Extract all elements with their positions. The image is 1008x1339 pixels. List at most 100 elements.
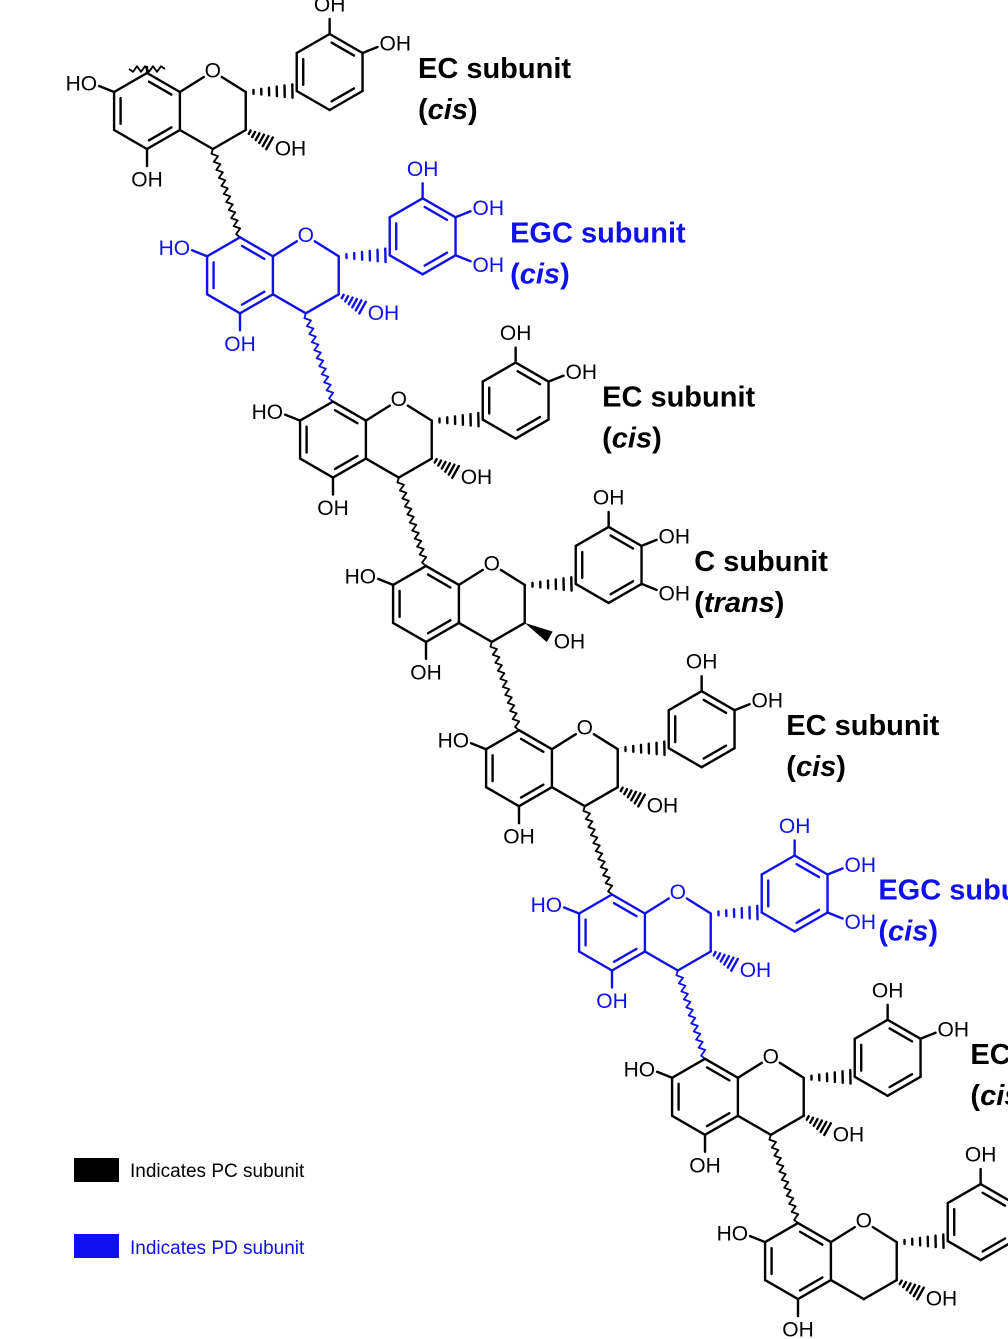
bond bbox=[769, 1114, 805, 1137]
bond bbox=[238, 293, 275, 315]
hashed-bond-stroke bbox=[905, 1282, 912, 1292]
hashed-bond-stroke bbox=[354, 299, 363, 312]
hashed-bond-stroke bbox=[347, 296, 354, 306]
double-bond bbox=[330, 41, 356, 57]
hashed-bond-stroke bbox=[451, 464, 461, 479]
bond bbox=[550, 786, 587, 808]
bond bbox=[667, 690, 703, 712]
hydroxyl-label: OH bbox=[410, 661, 442, 684]
hashed-bond-stroke bbox=[340, 293, 345, 300]
double-bond bbox=[147, 80, 173, 96]
double-bond bbox=[888, 1027, 914, 1043]
bond bbox=[220, 75, 247, 94]
hydroxyl-label: HO bbox=[717, 1223, 749, 1246]
hashed-bond-stroke bbox=[433, 457, 438, 464]
bond bbox=[457, 568, 485, 587]
hydroxyl-label: HO bbox=[66, 73, 98, 96]
bond bbox=[499, 568, 526, 587]
bond bbox=[331, 457, 368, 479]
bond bbox=[736, 1061, 764, 1080]
subunit-label: EC subunit(cis) bbox=[786, 710, 939, 783]
bond bbox=[424, 621, 461, 644]
bond bbox=[607, 525, 643, 548]
bond bbox=[364, 457, 401, 479]
bond bbox=[328, 89, 364, 112]
subunit-name: C subunit bbox=[694, 546, 828, 578]
wavy-interflavan-bond bbox=[582, 805, 614, 896]
bond bbox=[700, 747, 736, 769]
bond bbox=[391, 621, 428, 644]
double-bond bbox=[795, 908, 821, 925]
bond bbox=[886, 1018, 922, 1041]
bond bbox=[748, 1234, 767, 1244]
bond bbox=[826, 911, 844, 920]
hydroxyl-label: OH bbox=[752, 690, 784, 713]
hashed-bond-stroke bbox=[358, 300, 368, 315]
bond bbox=[361, 45, 379, 55]
bond bbox=[517, 786, 554, 808]
bond bbox=[919, 1031, 937, 1041]
bond bbox=[610, 950, 647, 972]
double-bond bbox=[705, 1066, 731, 1082]
double-bond bbox=[330, 87, 356, 103]
bond bbox=[331, 400, 368, 422]
wavy-interflavan-bond bbox=[396, 477, 428, 567]
bond bbox=[283, 413, 302, 422]
hashed-bond-stroke bbox=[351, 297, 359, 309]
bond bbox=[700, 690, 736, 712]
bond bbox=[490, 621, 526, 644]
hydroxyl-label: OH bbox=[659, 525, 691, 548]
hydroxyl-label: OH bbox=[689, 1154, 721, 1177]
bond bbox=[760, 911, 796, 933]
hydroxyl-label: OH bbox=[740, 959, 772, 982]
bond bbox=[190, 249, 209, 258]
hydroxyl-label: OH bbox=[473, 254, 505, 277]
hashed-bond-stroke bbox=[637, 793, 647, 808]
double-bond bbox=[423, 251, 449, 267]
hydroxyl-label: OH bbox=[500, 322, 532, 345]
double-bond bbox=[240, 290, 266, 306]
ring-oxygen-label: O bbox=[856, 1210, 872, 1233]
double-bond bbox=[795, 862, 821, 879]
bond bbox=[145, 128, 182, 151]
bond bbox=[550, 733, 578, 751]
hashed-bond-stroke bbox=[723, 954, 731, 966]
hydroxyl-label: OH bbox=[833, 1123, 865, 1146]
subunit-name: EC subunit bbox=[602, 382, 755, 414]
bond bbox=[298, 400, 335, 422]
legend-swatch-pc bbox=[74, 1158, 119, 1182]
bond bbox=[670, 1114, 707, 1137]
hashed-bond-stroke bbox=[344, 295, 350, 303]
hashed-bond-stroke bbox=[812, 1117, 819, 1128]
bond bbox=[484, 786, 521, 808]
subunit-label: EGC subunit(cis) bbox=[878, 875, 1008, 948]
bond bbox=[853, 1018, 889, 1041]
double-bond bbox=[519, 737, 545, 753]
bond bbox=[736, 1114, 773, 1137]
bond bbox=[97, 84, 116, 94]
double-bond bbox=[426, 573, 452, 589]
bond bbox=[406, 404, 433, 422]
hashed-bond-stroke bbox=[254, 132, 261, 142]
bond bbox=[391, 564, 428, 587]
bond bbox=[703, 1057, 740, 1080]
bond bbox=[484, 729, 521, 751]
hashed-bond-stroke bbox=[437, 459, 443, 467]
bond bbox=[946, 1182, 982, 1205]
legend-swatch-pd bbox=[74, 1234, 119, 1258]
bond bbox=[454, 254, 472, 263]
wavy-interflavan-bond bbox=[303, 313, 335, 403]
double-bond bbox=[519, 783, 545, 799]
legend-label-pc: Indicates PC subunit bbox=[130, 1161, 305, 1182]
bond bbox=[547, 374, 565, 383]
bond bbox=[457, 621, 494, 644]
bond bbox=[676, 950, 712, 972]
hashed-bond-stroke bbox=[716, 952, 722, 960]
hashed-bond-stroke bbox=[619, 786, 624, 793]
hydroxyl-label: OH bbox=[593, 486, 625, 509]
ring-oxygen-label: O bbox=[763, 1045, 779, 1068]
subunit-stereo: (trans) bbox=[694, 587, 784, 619]
bond bbox=[364, 404, 392, 422]
